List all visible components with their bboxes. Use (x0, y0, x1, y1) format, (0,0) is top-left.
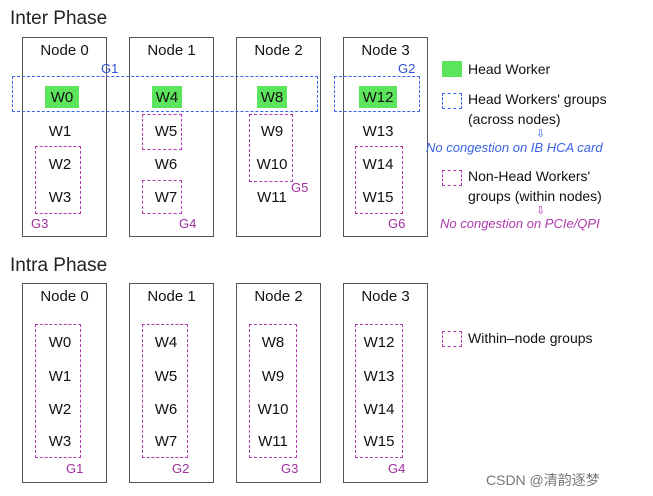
worker: W0 (48, 334, 72, 351)
worker: W9 (261, 368, 285, 385)
node-label: Node 2 (254, 288, 303, 305)
intra-node-0: Node 0 (22, 283, 107, 483)
inter-node-1: Node 1 (129, 37, 214, 237)
head-worker-highlight (152, 86, 182, 108)
worker: W3 (48, 189, 72, 206)
worker: W10 (257, 401, 289, 418)
node-label: Node 0 (40, 288, 89, 305)
worker: W14 (363, 401, 395, 418)
group-label-g2: G2 (172, 461, 190, 476)
group-label-g1: G1 (66, 461, 84, 476)
non-head-group-g3-box (35, 146, 81, 214)
group-label-g6: G6 (388, 216, 406, 231)
inter-node-3: Node 3 (343, 37, 428, 237)
node-label: Node 1 (147, 42, 196, 59)
worker: W8 (260, 89, 284, 106)
non-head-group-g5-box (249, 114, 293, 182)
head-group-g2-box (334, 76, 420, 112)
worker: W11 (258, 433, 288, 450)
head-groups-swatch (442, 93, 462, 109)
watermark: CSDN @清韵逐梦 (486, 472, 600, 488)
within-node-group-g2-box (142, 324, 188, 458)
worker: W9 (260, 123, 284, 140)
group-label-g2: G2 (398, 61, 416, 76)
legend-non-head-line1: Non-Head Workers' (468, 168, 591, 184)
head-worker-highlight (257, 86, 287, 108)
worker: W1 (48, 368, 72, 385)
group-label-g4: G4 (179, 216, 197, 231)
down-arrow-icon: ⇩ (536, 128, 546, 140)
inter-phase-title: Inter Phase (10, 8, 108, 29)
worker: W15 (362, 189, 394, 206)
worker: W2 (48, 156, 72, 173)
legend-non-head-line2: groups (within nodes) (468, 188, 602, 204)
down-arrow-icon: ⇩ (536, 205, 546, 217)
worker: W7 (154, 433, 178, 450)
within-node-group-g4-box (355, 324, 403, 458)
intra-node-2: Node 2 (236, 283, 321, 483)
head-worker-highlight (359, 86, 397, 108)
worker: W6 (154, 156, 178, 173)
worker: W10 (256, 156, 288, 173)
worker: W13 (362, 123, 394, 140)
worker: W6 (154, 401, 178, 418)
non-head-groups-swatch (442, 170, 462, 186)
worker: W11 (257, 189, 287, 206)
intra-phase-title: Intra Phase (10, 255, 108, 276)
intra-node-1: Node 1 (129, 283, 214, 483)
worker: W3 (48, 433, 72, 450)
inter-node-0: Node 0 (22, 37, 107, 237)
worker: W1 (48, 123, 72, 140)
worker: W14 (362, 156, 394, 173)
note-no-congestion-ib: No congestion on IB HCA card (426, 140, 603, 155)
legend-within-node-groups: Within–node groups (468, 330, 593, 346)
worker: W2 (48, 401, 72, 418)
group-label-g1: G1 (101, 61, 119, 76)
legend-head-groups-line1: Head Workers' groups (468, 91, 607, 107)
non-head-group-g4-bottom-box (142, 180, 182, 214)
intra-node-3: Node 3 (343, 283, 428, 483)
node-label: Node 1 (147, 288, 196, 305)
worker: W8 (261, 334, 285, 351)
legend-head-worker: Head Worker (468, 61, 551, 77)
worker: W5 (154, 368, 178, 385)
head-group-g1-box (12, 76, 318, 112)
worker: W12 (363, 334, 395, 351)
within-node-group-g1-box (35, 324, 81, 458)
node-label: Node 2 (254, 42, 303, 59)
group-label-g5: G5 (291, 180, 309, 195)
head-worker-highlight (45, 86, 79, 108)
within-node-group-g3-box (249, 324, 297, 458)
worker: W15 (363, 433, 395, 450)
worker: W12 (362, 89, 394, 106)
group-label-g3: G3 (281, 461, 299, 476)
group-label-g4: G4 (388, 461, 406, 476)
node-label: Node 3 (361, 288, 410, 305)
group-label-g3: G3 (31, 216, 49, 231)
note-no-congestion-pcie: No congestion on PCIe/QPI (440, 216, 600, 231)
worker: W13 (363, 368, 395, 385)
worker: W7 (154, 189, 178, 206)
node-label: Node 0 (40, 42, 89, 59)
worker: W4 (154, 334, 178, 351)
worker: W4 (155, 89, 179, 106)
non-head-group-g6-box (355, 146, 403, 214)
node-label: Node 3 (361, 42, 410, 59)
worker: W0 (50, 89, 74, 106)
worker: W5 (154, 123, 178, 140)
non-head-group-g4-top-box (142, 114, 182, 150)
head-worker-swatch (442, 61, 462, 77)
inter-node-2: Node 2 (236, 37, 321, 237)
legend-head-groups-line2: (across nodes) (468, 111, 561, 127)
within-node-groups-swatch (442, 331, 462, 347)
